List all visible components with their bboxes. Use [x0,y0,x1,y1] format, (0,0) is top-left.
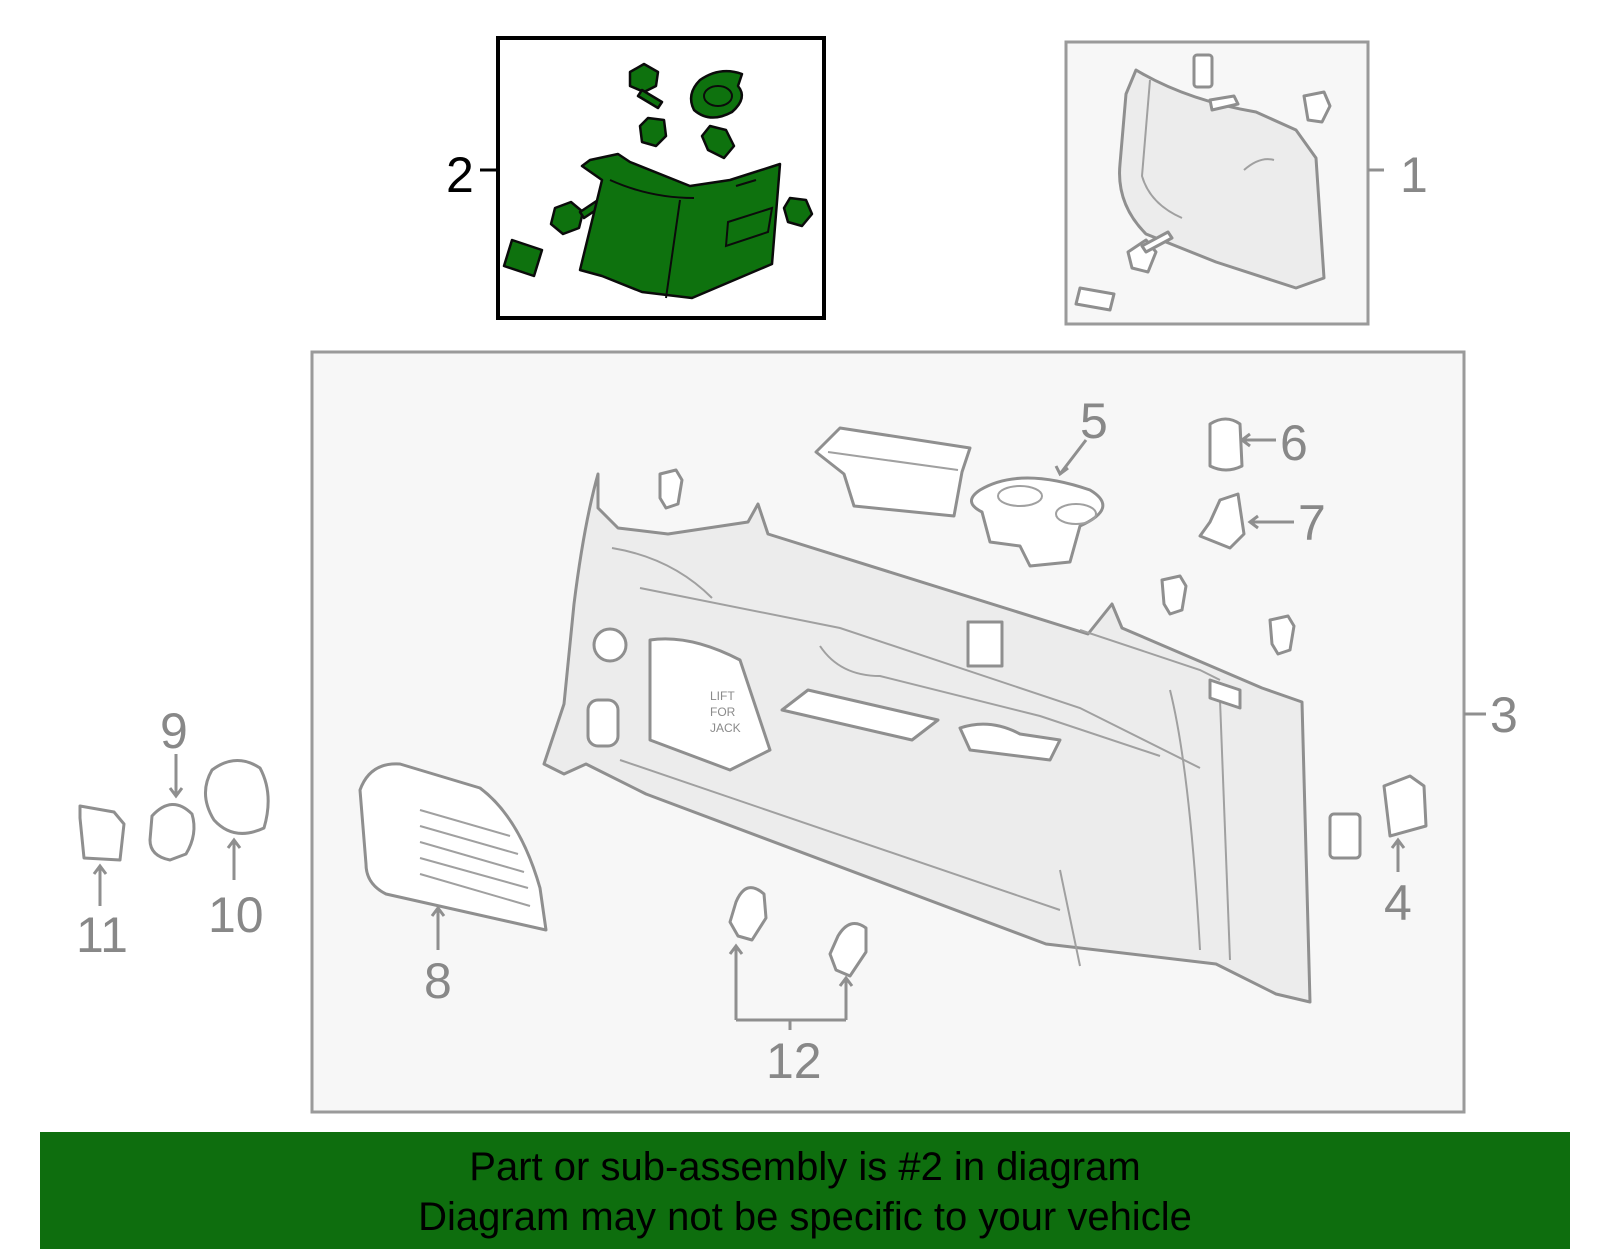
grille [358,762,548,932]
panel-text-line-3: JACK [710,721,741,735]
part-12-shape-a [728,886,768,942]
banner-line-1: Part or sub-assembly is #2 in diagram [469,1145,1141,1189]
info-banner: Part or sub-assembly is #2 in diagram Di… [40,1132,1570,1249]
panel-text-line-1: LIFT [710,689,735,703]
callout-11: 11 [76,907,128,963]
part-4-shape-a [1382,774,1428,838]
part-2-box[interactable] [496,36,826,320]
part-10-shape [204,759,270,835]
part-6-shape [1208,417,1244,472]
loose-parts [78,754,270,906]
callout-1: 1 [1400,147,1428,203]
part-3-box[interactable]: LIFT FOR JACK [310,350,1466,1114]
callout-8: 8 [424,953,452,1009]
part-2-fasteners [502,62,814,278]
part-12-shape-b [828,922,868,978]
callout-2: 2 [446,147,474,203]
part-11-shape [78,804,126,862]
callout-12: 12 [766,1033,822,1089]
part-4-shape-b [1328,812,1362,860]
callout-3: 3 [1490,687,1518,743]
cargo-tray [814,426,972,518]
part-9-shape [148,803,196,862]
callout-9: 9 [160,703,188,759]
callout-4: 4 [1384,875,1412,931]
callout-10: 10 [208,887,264,943]
part-7-shape [1198,492,1246,550]
part-2-panel [578,152,782,300]
panel-text-line-2: FOR [710,705,736,719]
callout-7: 7 [1298,495,1326,551]
part-3-panel [542,472,1312,1004]
callout-5: 5 [1080,393,1108,449]
callout-6: 6 [1280,415,1308,471]
banner-line-2: Diagram may not be specific to your vehi… [418,1195,1192,1239]
part-1-box[interactable] [1064,40,1370,326]
cup-holder [970,476,1105,568]
